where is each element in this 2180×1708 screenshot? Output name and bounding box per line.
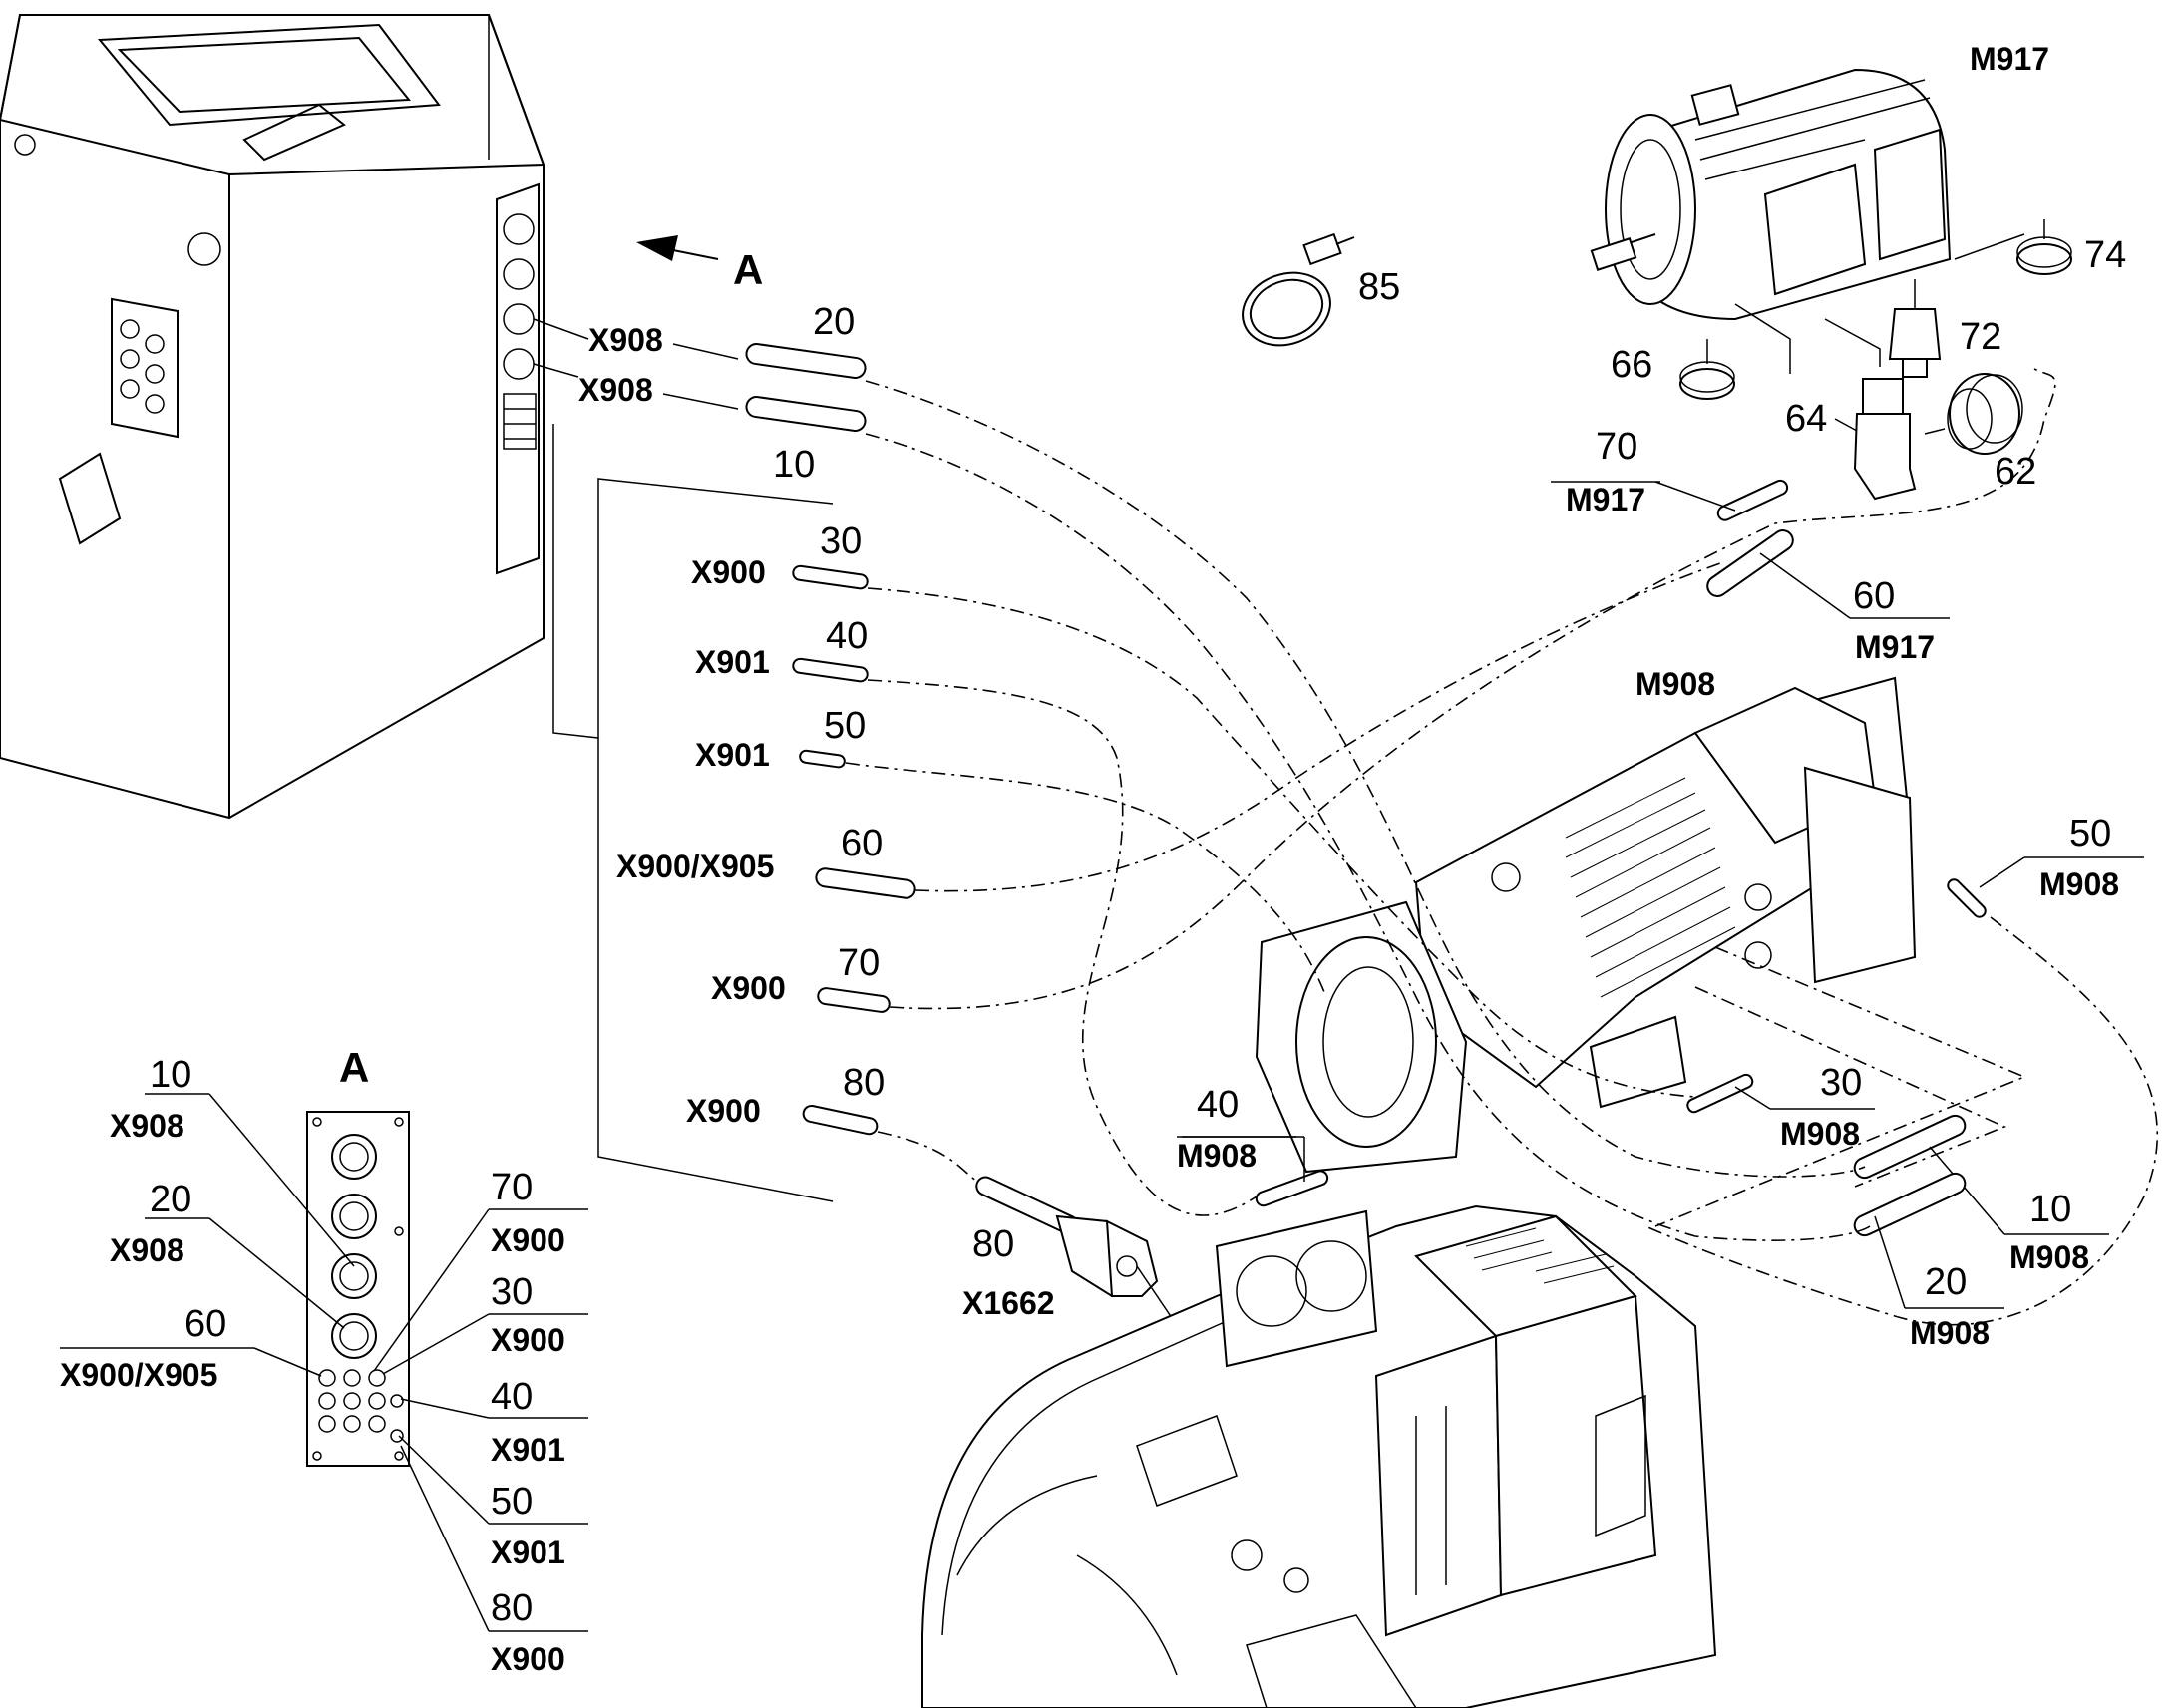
m908-30-num: 30 (1820, 1062, 1862, 1104)
motor-m917-title: M917 (1970, 41, 2049, 77)
control-cabinet (0, 14, 545, 820)
cable-20: 20 (745, 301, 867, 379)
plug-x1662-num: 80 (972, 1223, 1014, 1265)
m908-30-ref: M908 (1780, 1116, 1860, 1152)
cable-10-num: 10 (773, 444, 815, 486)
cable-60-m917: 60 M917 (1706, 529, 1950, 665)
detail-a-30-num: 30 (491, 1271, 533, 1313)
cable-80-ref: X900 (686, 1093, 761, 1129)
cable-30-num: 30 (820, 520, 862, 562)
m908-cable-40: 40 M908 (1177, 1084, 1329, 1207)
cable-40-num: 40 (826, 615, 868, 657)
plug-66: 66 (1611, 339, 1735, 400)
cable-50-ref: X901 (695, 737, 770, 773)
plug-x1662-ref: X1662 (962, 1285, 1055, 1321)
gland-62: 62 (1924, 373, 2036, 493)
part-66-num: 66 (1611, 344, 1652, 386)
detail-a-50-num: 50 (491, 1481, 533, 1523)
cable-50-num: 50 (824, 705, 866, 747)
m908-cable-10: 10 M908 (1853, 1114, 2109, 1275)
detail-a-10-ref: X908 (110, 1108, 184, 1144)
m917-60-num: 60 (1853, 575, 1895, 617)
detail-a-40-ref: X901 (491, 1432, 565, 1468)
cable-30-ref: X900 (691, 554, 766, 590)
part-64-num: 64 (1785, 398, 1827, 440)
cable-80-num: 80 (843, 1062, 885, 1104)
cable-40-ref: X901 (695, 644, 770, 680)
m908-10-num: 10 (2029, 1189, 2071, 1230)
m908-cable-30: 30 M908 (1686, 1062, 1875, 1152)
view-arrow-a: A (636, 235, 763, 293)
motor-m908: M908 (1255, 666, 1917, 1174)
x908-leaders: X908 X908 (533, 318, 739, 410)
detail-a-20-ref: X908 (110, 1232, 184, 1268)
detail-a-20-num: 20 (150, 1179, 191, 1220)
detail-a-30-ref: X900 (491, 1322, 565, 1358)
gland-72: 72 (1888, 279, 2001, 378)
cable-70-m917: 70 M917 (1551, 426, 1789, 521)
cable-50: 50 X901 (695, 705, 866, 773)
plug-74: 74 (2016, 219, 2126, 276)
cable-tie-85: 85 (1242, 232, 1400, 347)
detail-a-80-num: 80 (491, 1587, 533, 1629)
cable-routes (845, 368, 2158, 1326)
cable-60: 60 X900/X905 (616, 823, 916, 899)
x908-bottom-label: X908 (578, 372, 653, 408)
m908-50-ref: M908 (2039, 866, 2119, 902)
x908-top-label: X908 (588, 322, 663, 358)
detail-a-80-ref: X900 (491, 1641, 565, 1677)
m917-70-ref: M917 (1566, 482, 1645, 517)
view-arrow-a-label: A (733, 246, 763, 293)
m908-50-num: 50 (2069, 813, 2111, 854)
m917-60-ref: M917 (1855, 629, 1935, 665)
bracket-line-2 (597, 738, 834, 1202)
detail-a: A 10 X908 20 X908 60 X900/X905 70 X900 (60, 1044, 588, 1677)
motor-m908-title: M908 (1635, 666, 1715, 702)
m908-20-num: 20 (1925, 1261, 1967, 1303)
m917-70-num: 70 (1596, 426, 1637, 468)
m908-40-num: 40 (1197, 1084, 1239, 1126)
machine-body (921, 1204, 1717, 1708)
m908-10-ref: M908 (2009, 1239, 2089, 1275)
detail-a-title: A (339, 1044, 369, 1091)
part-72-num: 72 (1960, 316, 2001, 358)
cable-40: 40 X901 (695, 615, 869, 683)
cable-30: 30 X900 (691, 520, 869, 590)
cable-tie-num: 85 (1358, 266, 1400, 308)
cable-60-num: 60 (841, 823, 883, 864)
cable-10: 10 (745, 396, 867, 486)
motor-m917: M917 (1590, 41, 2049, 374)
m908-cable-20: 20 M908 (1853, 1172, 2004, 1351)
cable-70-ref: X900 (711, 970, 786, 1006)
detail-a-10-num: 10 (150, 1054, 191, 1096)
detail-a-60-ref: X900/X905 (60, 1357, 217, 1393)
detail-a-70-num: 70 (491, 1167, 533, 1208)
cable-70: 70 X900 (711, 942, 891, 1013)
m908-20-ref: M908 (1910, 1315, 1990, 1351)
detail-a-40-num: 40 (491, 1376, 533, 1418)
detail-a-50-ref: X901 (491, 1535, 565, 1570)
detail-a-60-num: 60 (184, 1303, 226, 1345)
cable-60-ref: X900/X905 (616, 849, 774, 884)
part-74-num: 74 (2084, 234, 2126, 276)
elbow-64: 64 (1785, 378, 1917, 501)
cable-80: 80 X900 (686, 1062, 885, 1136)
m908-40-ref: M908 (1177, 1138, 1257, 1174)
cable-70-num: 70 (838, 942, 880, 984)
detail-a-70-ref: X900 (491, 1222, 565, 1258)
cable-20-num: 20 (813, 301, 855, 343)
m908-cable-50: 50 M908 (1947, 813, 2144, 918)
